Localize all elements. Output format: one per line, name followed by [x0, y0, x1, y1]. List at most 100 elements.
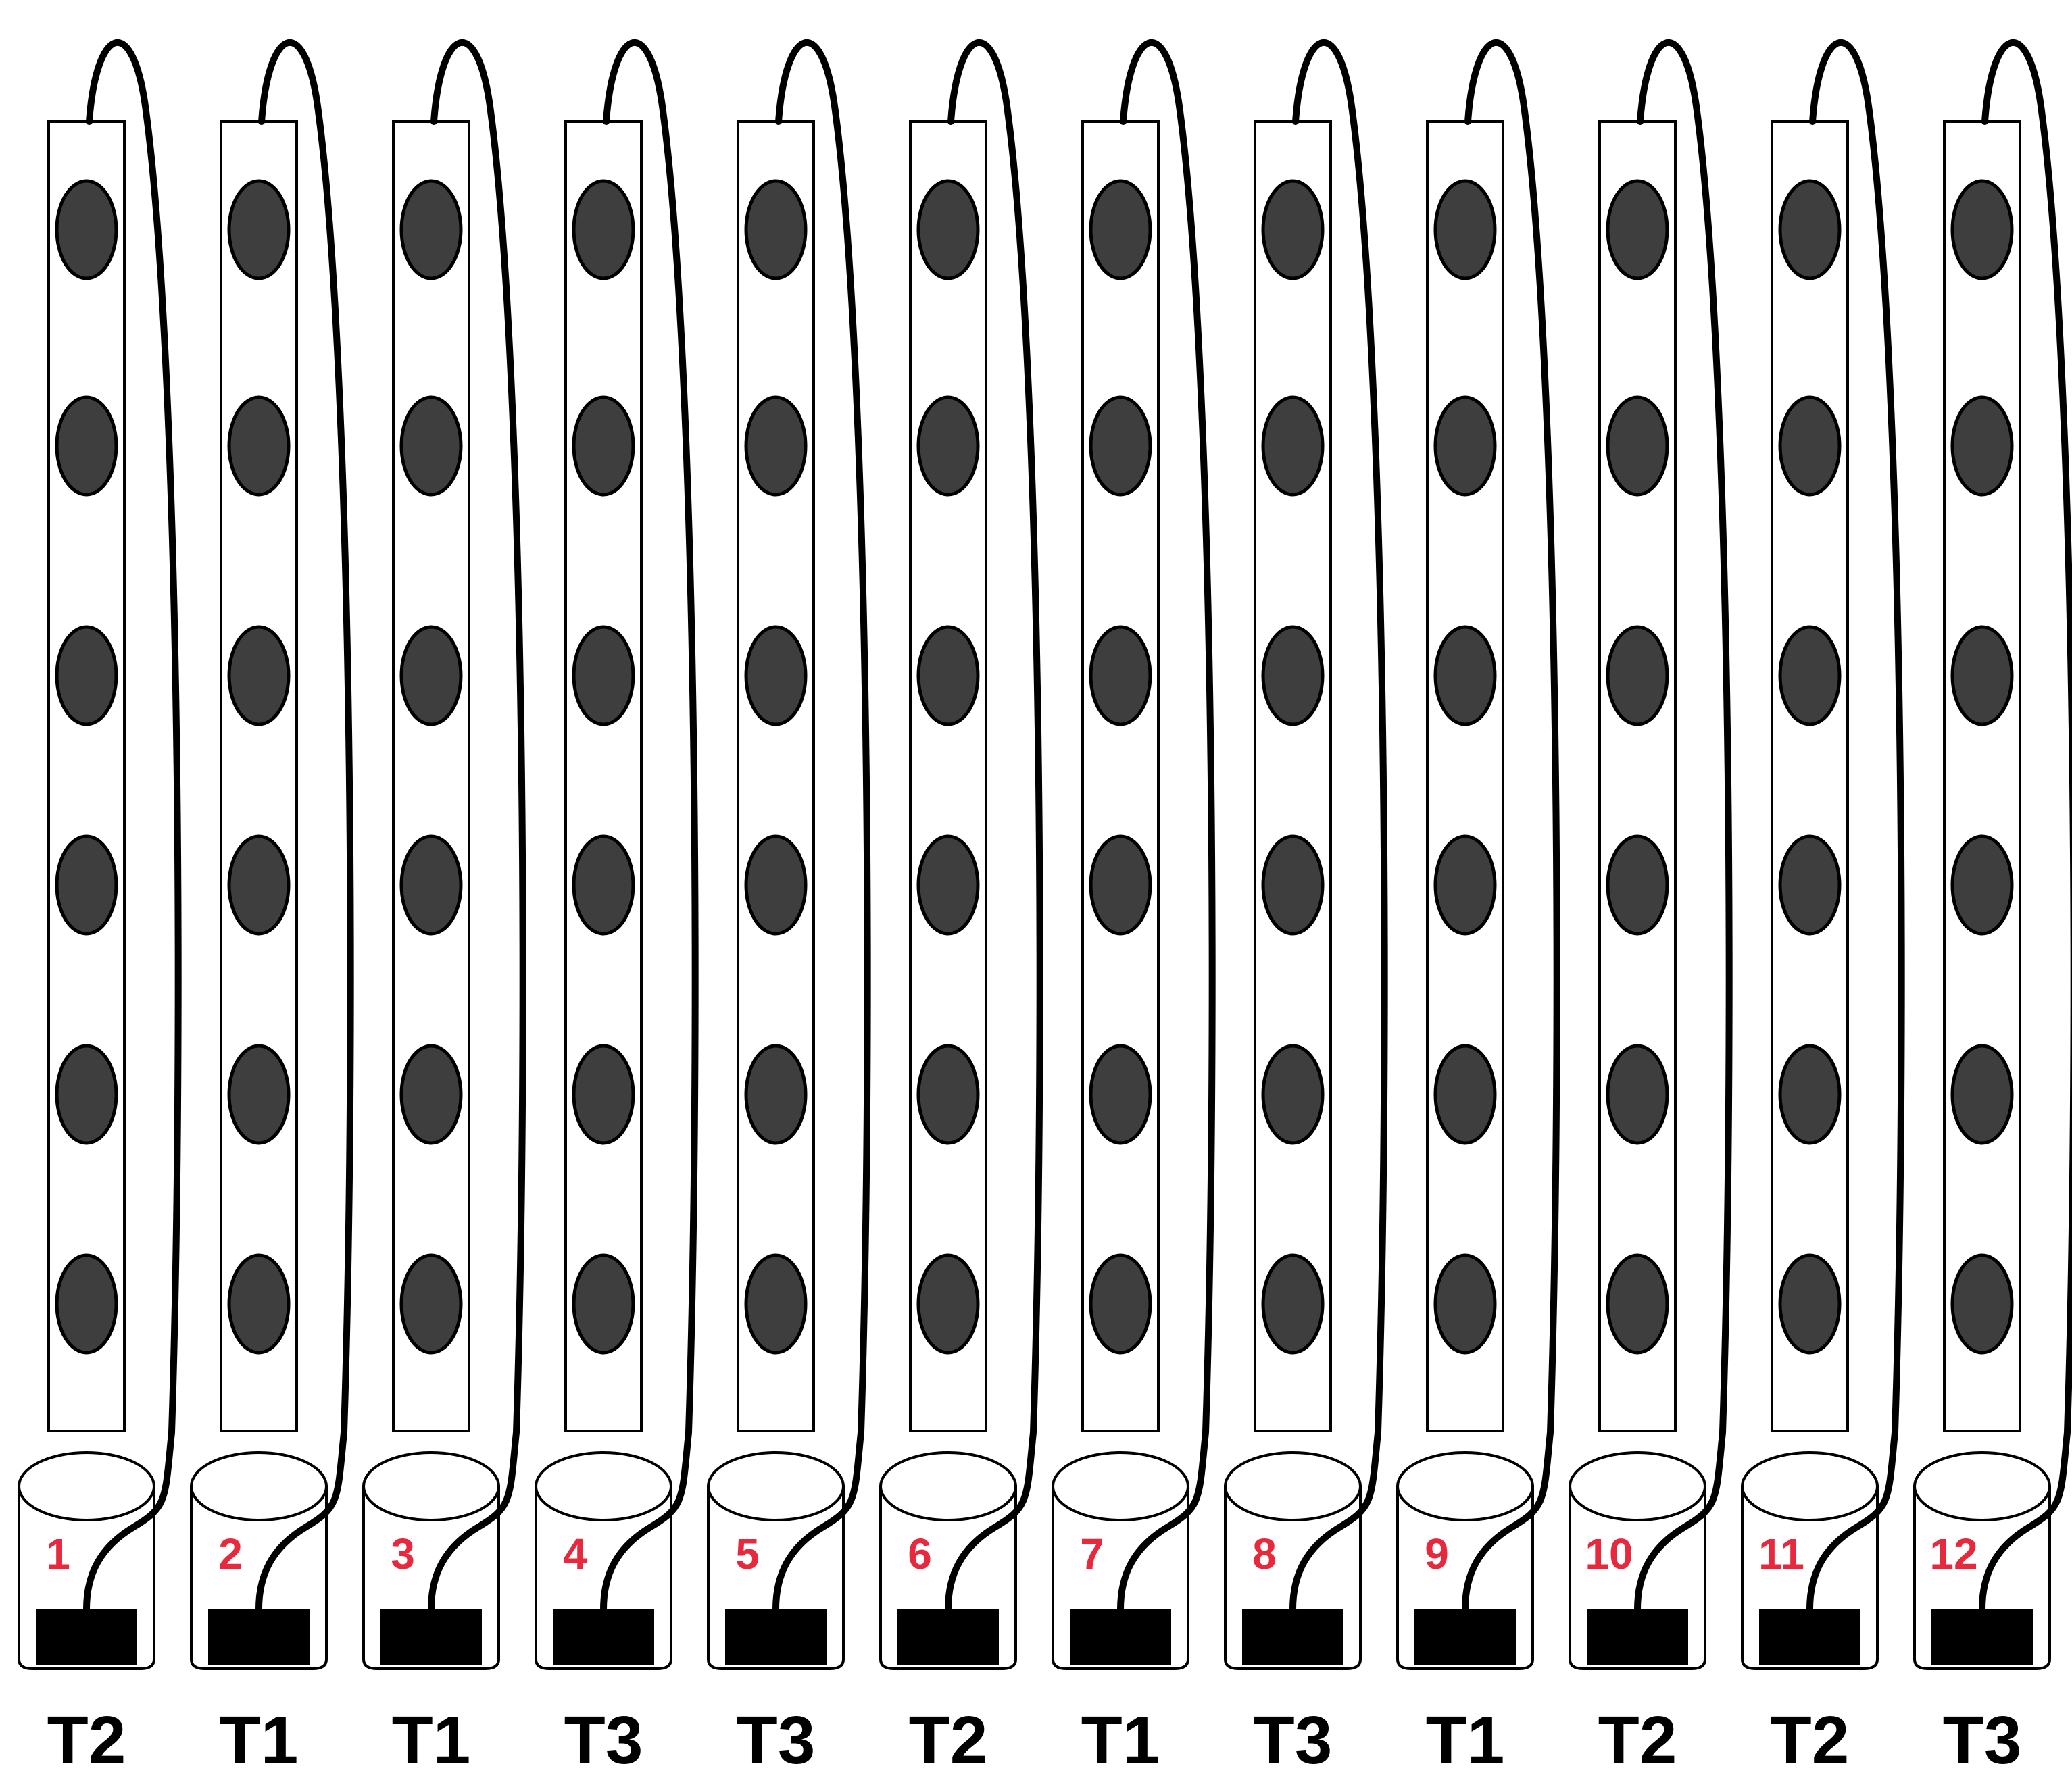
bucket-rim — [1225, 1453, 1360, 1520]
tower-unit-12: 12T3 — [1915, 43, 2072, 1778]
planting-hole — [1608, 1255, 1667, 1353]
pump — [1242, 1609, 1343, 1665]
planting-hole — [1608, 397, 1667, 495]
treatment-label: T3 — [564, 1703, 643, 1778]
planting-hole — [1952, 1046, 2012, 1143]
planting-hole — [57, 627, 116, 724]
planting-hole — [57, 1255, 116, 1353]
planting-hole — [1780, 1046, 1840, 1143]
tower-unit-2: 2T1 — [191, 43, 351, 1778]
tower-unit-3: 3T1 — [364, 43, 523, 1778]
planting-hole — [1608, 836, 1667, 934]
planting-hole — [1952, 627, 2012, 724]
planting-hole — [1435, 181, 1495, 278]
planting-hole — [1091, 397, 1150, 495]
pump — [725, 1609, 827, 1665]
tower-unit-1: 1T2 — [19, 43, 178, 1778]
planting-hole — [1608, 1046, 1667, 1143]
unit-number: 11 — [1758, 1530, 1804, 1578]
pump — [208, 1609, 310, 1665]
bucket-rim — [1915, 1453, 2050, 1520]
tower-unit-6: 6T2 — [881, 43, 1040, 1778]
bucket-rim — [364, 1453, 499, 1520]
treatment-label: T3 — [1254, 1703, 1333, 1778]
tower-tube — [393, 122, 469, 1431]
tower-unit-7: 7T1 — [1053, 43, 1212, 1778]
tower-unit-8: 8T3 — [1225, 43, 1385, 1778]
planting-hole — [1091, 627, 1150, 724]
planting-hole — [574, 1046, 633, 1143]
planting-hole — [746, 627, 806, 724]
planting-hole — [401, 1255, 461, 1353]
pump — [897, 1609, 999, 1665]
planting-hole — [229, 397, 289, 495]
tower-unit-11: 11T2 — [1742, 43, 1902, 1778]
planting-hole — [401, 1046, 461, 1143]
pump — [1759, 1609, 1860, 1665]
planting-hole — [574, 397, 633, 495]
planting-hole — [918, 627, 978, 724]
unit-number: 3 — [391, 1530, 415, 1578]
unit-number: 1 — [46, 1530, 70, 1578]
planting-hole — [57, 836, 116, 934]
planting-hole — [574, 1255, 633, 1353]
unit-number: 10 — [1585, 1530, 1633, 1578]
planting-hole — [401, 181, 461, 278]
bucket-rim — [191, 1453, 326, 1520]
pump — [1070, 1609, 1171, 1665]
treatment-label: T2 — [1598, 1703, 1677, 1778]
planting-hole — [1780, 181, 1840, 278]
treatment-label: T1 — [392, 1703, 471, 1778]
planting-hole — [229, 836, 289, 934]
bucket-rim — [708, 1453, 843, 1520]
tower-tube — [1600, 122, 1675, 1431]
planting-hole — [57, 397, 116, 495]
planting-hole — [1263, 1255, 1323, 1353]
tower-tube — [1083, 122, 1158, 1431]
treatment-label: T2 — [909, 1703, 988, 1778]
unit-number: 7 — [1080, 1530, 1104, 1578]
planting-hole — [1780, 1255, 1840, 1353]
planting-hole — [1435, 627, 1495, 724]
bucket-rim — [1570, 1453, 1705, 1520]
tower-tube — [49, 122, 124, 1431]
planting-hole — [574, 836, 633, 934]
tower-tube — [1255, 122, 1331, 1431]
planting-hole — [1608, 181, 1667, 278]
bucket-rim — [19, 1453, 154, 1520]
planting-hole — [1435, 1255, 1495, 1353]
planting-hole — [918, 836, 978, 934]
planting-hole — [574, 627, 633, 724]
bucket-rim — [536, 1453, 671, 1520]
planting-hole — [918, 1046, 978, 1143]
bucket-rim — [1398, 1453, 1533, 1520]
planting-hole — [1435, 836, 1495, 934]
tower-tube — [910, 122, 986, 1431]
planting-hole — [746, 836, 806, 934]
planting-hole — [1952, 836, 2012, 934]
unit-number: 2 — [218, 1530, 243, 1578]
planting-hole — [401, 627, 461, 724]
planting-hole — [1263, 836, 1323, 934]
planting-hole — [1435, 397, 1495, 495]
planting-hole — [1091, 1046, 1150, 1143]
pump — [1931, 1609, 2033, 1665]
treatment-label: T3 — [737, 1703, 816, 1778]
planting-hole — [401, 397, 461, 495]
tower-tube — [1427, 122, 1503, 1431]
unit-number: 5 — [735, 1530, 760, 1578]
planting-hole — [1952, 397, 2012, 495]
unit-number: 12 — [1929, 1530, 1977, 1578]
unit-number: 9 — [1425, 1530, 1449, 1578]
planting-hole — [1780, 627, 1840, 724]
planting-hole — [746, 181, 806, 278]
unit-number: 8 — [1252, 1530, 1277, 1578]
planting-hole — [229, 627, 289, 724]
pump — [553, 1609, 654, 1665]
treatment-label: T2 — [1771, 1703, 1850, 1778]
treatment-label: T3 — [1943, 1703, 2022, 1778]
planting-hole — [57, 1046, 116, 1143]
planting-hole — [1263, 181, 1323, 278]
